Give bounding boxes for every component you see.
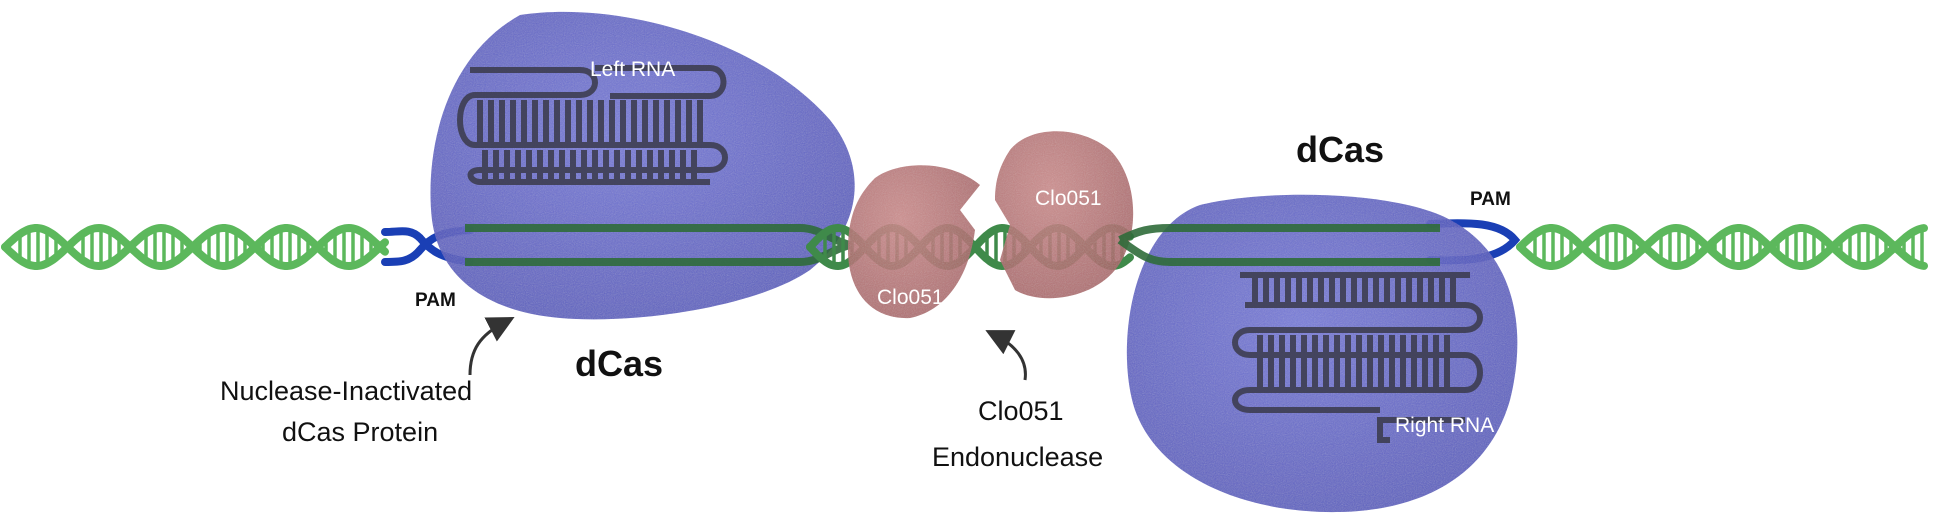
nuclease-label-line2: dCas Protein <box>282 417 438 447</box>
endonuclease-label-line1: Clo051 <box>978 396 1064 426</box>
left-rna-structure <box>457 65 728 185</box>
pam-left-label: PAM <box>415 290 456 311</box>
dna-right-helix <box>1516 223 1928 271</box>
pam-right-label: PAM <box>1470 189 1511 210</box>
clo051-top-label: Clo051 <box>1035 187 1102 210</box>
dna-through-right-dcas <box>1117 224 1440 266</box>
dna-strand <box>1516 223 1928 271</box>
dcas-top-right-label: dCas <box>1296 129 1384 170</box>
dna-left-helix <box>1 223 389 271</box>
clo051-bottom-label: Clo051 <box>877 286 944 309</box>
left-rna-label: Left RNA <box>590 58 675 81</box>
nuclease-label-line1: Nuclease-Inactivated <box>220 376 472 406</box>
dcas-left-protein <box>430 11 855 320</box>
dcas-bottom-left-label: dCas <box>575 343 663 384</box>
endonuclease-label-line2: Endonuclease <box>932 442 1103 472</box>
dna-strand <box>1 223 389 271</box>
right-rna-label: Right RNA <box>1395 414 1494 437</box>
right-rna-structure <box>1232 272 1483 443</box>
clo051-bottom-domain <box>848 165 980 319</box>
arrow-to-clo051 <box>985 330 1027 381</box>
dna-strand <box>1516 223 1928 271</box>
arrow-to-dcas <box>468 317 515 376</box>
clo051-top-domain <box>995 131 1134 299</box>
